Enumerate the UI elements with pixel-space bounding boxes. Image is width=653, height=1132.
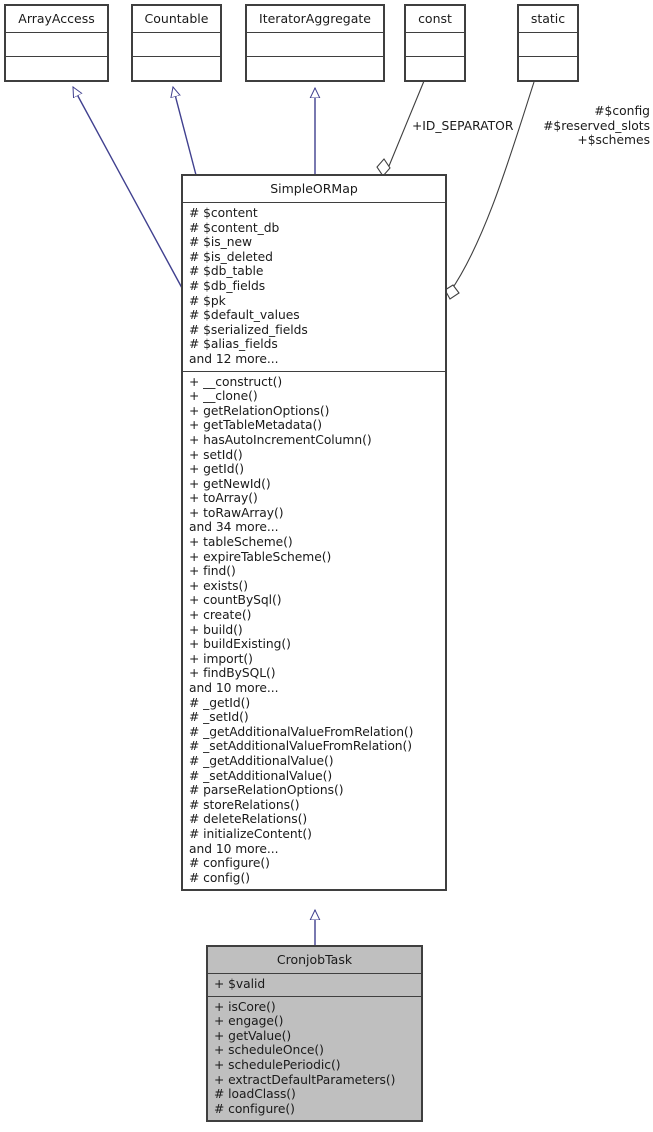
class-name-countable: Countable [144,11,209,26]
class-member: # deleteRelations() [189,812,308,827]
class-name-const: const [418,11,452,26]
edge-label-id-separator: +ID_SEPARATOR [412,119,514,133]
class-member: and 34 more... [189,520,279,535]
edge-static-simpleormap [444,81,535,300]
class-name-array-access: ArrayAccess [18,11,95,26]
class-name-iterator-aggregate: IteratorAggregate [259,11,371,26]
attributes-compartment-array-access [6,32,107,56]
class-member: # _setAdditionalValue() [189,768,333,783]
class-member: # $pk [189,293,226,308]
class-member: + build() [189,622,243,637]
class-member: + expireTableScheme() [189,549,332,564]
class-member: # loadClass() [214,1087,296,1102]
class-member: + getTableMetadata() [189,418,323,433]
class-node-static[interactable]: static [517,4,579,82]
edge-arrayaccess-simpleormap [72,87,183,289]
class-member: + tableScheme() [189,535,293,550]
class-member: # initializeContent() [189,826,312,841]
class-member: + findBySQL() [189,666,276,681]
class-member: + toArray() [189,491,258,506]
class-member: # $is_new [189,235,252,250]
class-member: + countBySql() [189,593,282,608]
class-member: + engage() [214,1014,284,1029]
class-member: # storeRelations() [189,797,300,812]
class-member: + schedulePeriodic() [214,1057,341,1072]
class-node-iterator-aggregate[interactable]: IteratorAggregate [245,4,385,82]
methods-compartment-iterator-aggregate [247,56,383,80]
edge-countable-simpleormap [173,87,197,176]
class-member: + find() [189,564,236,579]
class-member: # $db_table [189,264,264,279]
class-node-const[interactable]: const [404,4,466,82]
class-member: # _getId() [189,695,251,710]
class-member: + create() [189,608,252,623]
class-member: # $is_deleted [189,249,273,264]
class-member: # _setAdditionalValueFromRelation() [189,739,413,754]
class-member: + scheduleOnce() [214,1043,324,1058]
attributes-compartment-const [406,32,464,56]
class-member: + exists() [189,578,248,593]
class-member: # $content_db [189,220,280,235]
class-member: # $content [189,206,258,220]
class-name-static: static [530,11,566,26]
class-member: + hasAutoIncrementColumn() [189,432,372,447]
class-node-array-access[interactable]: ArrayAccess [4,4,109,82]
class-member: # config() [189,870,250,885]
class-member: and 10 more... [189,681,279,695]
class-member: # _getAdditionalValueFromRelation() [189,724,414,739]
methods-compartment-simple-ormap: + __construct()+ __clone()+ getRelationO… [183,370,445,890]
class-node-cronjob-task[interactable]: CronjobTask + $valid + isCore()+ engage(… [206,944,423,1123]
class-node-simple-ormap[interactable]: SimpleORMap # $content# $content_db# $is… [181,173,447,892]
edge-label-static-line-2: #$reserved_slots [543,118,650,133]
class-member: # parseRelationOptions() [189,783,344,798]
class-member: + getValue() [214,1028,292,1043]
class-node-countable[interactable]: Countable [131,4,222,82]
class-member: + import() [189,651,253,666]
class-member: # $db_fields [189,278,266,293]
class-member: and 10 more... [189,841,279,856]
edge-label-static-line-3: +$schemes [577,133,650,148]
edge-label-static-line-1: #$config [594,104,650,118]
methods-compartment-countable [133,56,220,80]
edge-label-static-aggregation: #$config #$reserved_slots +$schemes [543,104,650,148]
class-member: + __clone() [189,389,258,404]
class-member: + buildExisting() [189,637,291,652]
class-member: # _getAdditionalValue() [189,753,334,768]
class-member: + getRelationOptions() [189,403,330,418]
class-member: # $serialized_fields [189,322,308,337]
class-member: # _setId() [189,710,249,725]
class-member: # configure() [214,1101,295,1116]
attributes-compartment-iterator-aggregate [247,32,383,56]
class-name-cronjob-task: CronjobTask [276,952,353,967]
methods-compartment-static [519,56,577,80]
class-member: + $valid [214,977,266,991]
attributes-compartment-simple-ormap: # $content# $content_db# $is_new# $is_de… [183,202,445,371]
class-member: + setId() [189,447,243,462]
methods-compartment-const [406,56,464,80]
class-member: and 12 more... [189,351,279,366]
methods-compartment-array-access [6,56,107,80]
attributes-compartment-static [519,32,577,56]
class-member: # $default_values [189,308,300,323]
class-name-simple-ormap: SimpleORMap [270,181,358,196]
class-member: + extractDefaultParameters() [214,1072,396,1087]
class-member: + __construct() [189,374,283,389]
class-member: + toRawArray() [189,505,284,520]
attributes-compartment-cronjob-task: + $valid [208,973,421,996]
class-member: # $alias_fields [189,337,278,352]
class-member: + isCore() [214,999,276,1014]
attributes-compartment-countable [133,32,220,56]
class-member: + getId() [189,462,244,477]
class-member: + getNewId() [189,476,271,491]
methods-compartment-cronjob-task: + isCore()+ engage()+ getValue()+ schedu… [208,995,421,1121]
class-member: # configure() [189,856,270,871]
